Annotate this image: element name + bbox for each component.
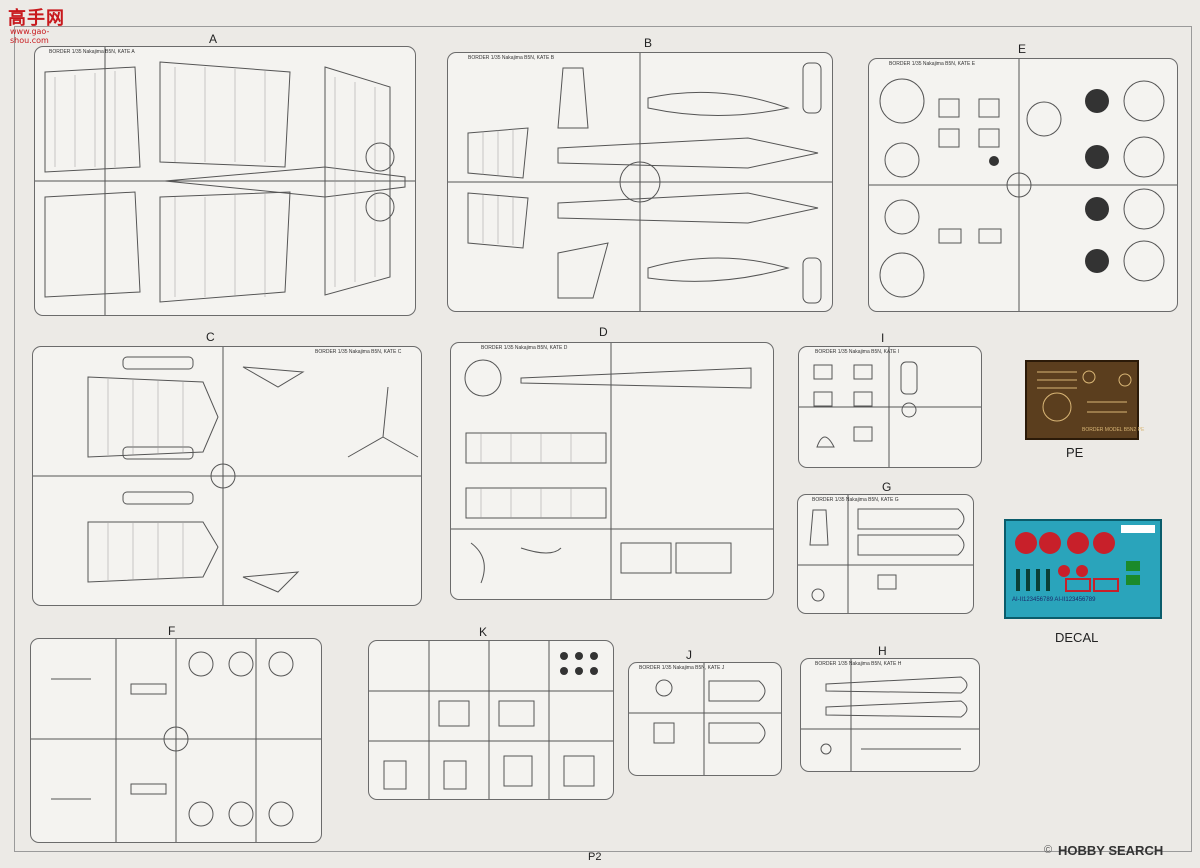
pe-brand: BORDER MODEL B5N2 PE <box>1082 427 1145 433</box>
sprue-title-h: BORDER 1/35 Nakajima B5N, KATE H <box>815 661 902 667</box>
sprue-c-drawing <box>33 347 421 605</box>
sprue-a: BORDER 1/35 Nakajima B5N, KATE A <box>34 46 416 316</box>
sprue-title-d: BORDER 1/35 Nakajima B5N, KATE D <box>481 345 568 351</box>
decal-sheet: AI-II123456789 AI-II123456789 <box>1004 519 1162 619</box>
sprue-b-drawing <box>448 53 832 311</box>
sprue-title-e: BORDER 1/35 Nakajima B5N, KATE E <box>889 61 976 67</box>
sprue-i-drawing <box>799 347 981 467</box>
watermark-copyright-icon: © <box>1044 844 1053 856</box>
sprue-f-drawing <box>31 639 321 842</box>
sprue-d: BORDER 1/35 Nakajima B5N, KATE D <box>450 342 774 600</box>
sprue-g: BORDER 1/35 Nakajima B5N, KATE G <box>797 494 974 614</box>
site-logo[interactable]: 高手网 www.gao-shou.com <box>6 4 86 45</box>
sprue-title-g: BORDER 1/35 Nakajima B5N, KATE G <box>812 497 899 503</box>
sprue-letter-g: G <box>882 480 892 494</box>
sprue-j-drawing <box>629 663 781 775</box>
logo-text: 高手网 <box>8 8 65 29</box>
sprue-letter-k: K <box>479 625 488 639</box>
page-frame <box>14 26 1192 852</box>
sprue-h: BORDER 1/35 Nakajima B5N, KATE H <box>800 658 980 772</box>
sprue-b: BORDER 1/35 Nakajima B5N, KATE B <box>447 52 833 312</box>
sprue-h-drawing <box>801 659 979 771</box>
sprue-title-j: BORDER 1/35 Nakajima B5N, KATE J <box>639 665 725 671</box>
sprue-letter-a: A <box>209 32 218 46</box>
sprue-letter-j: J <box>686 648 692 662</box>
sprue-e-drawing <box>869 59 1177 311</box>
sprue-f <box>30 638 322 843</box>
sprue-title-b: BORDER 1/35 Nakajima B5N, KATE B <box>468 55 555 61</box>
sprue-letter-d: D <box>599 325 608 339</box>
decal-label: DECAL <box>1055 630 1099 645</box>
sprue-e: BORDER 1/35 Nakajima B5N, KATE E <box>868 58 1178 312</box>
sprue-title-a: BORDER 1/35 Nakajima B5N, KATE A <box>49 49 135 55</box>
sprue-letter-e: E <box>1018 42 1027 56</box>
sprue-letter-c: C <box>206 330 215 344</box>
sprue-j: BORDER 1/35 Nakajima B5N, KATE J <box>628 662 782 776</box>
sprue-g-drawing <box>798 495 973 613</box>
sprue-letter-b: B <box>644 36 653 50</box>
decal-sheet-drawing <box>1015 525 1155 592</box>
sprue-a-drawing <box>35 47 415 315</box>
sprue-letter-i: I <box>881 331 885 345</box>
sprue-d-drawing <box>451 343 773 599</box>
decal-codes: AI-II123456789 AI-II123456789 <box>1012 597 1096 603</box>
logo-url: www.gao-shou.com <box>10 27 50 45</box>
pe-fret: BORDER MODEL B5N2 PE <box>1025 360 1144 440</box>
sprue-letter-h: H <box>878 644 887 658</box>
sprue-k <box>368 640 614 800</box>
sprue-title-i: BORDER 1/35 Nakajima B5N, KATE I <box>815 349 900 355</box>
sprue-letter-f: F <box>168 624 176 638</box>
pe-fret-drawing <box>1037 370 1132 422</box>
pe-label: PE <box>1066 445 1084 460</box>
sprue-title-c: BORDER 1/35 Nakajima B5N, KATE C <box>315 349 402 355</box>
page-number: P2 <box>588 851 602 863</box>
watermark: HOBBY SEARCH <box>1058 843 1164 858</box>
sprue-c: BORDER 1/35 Nakajima B5N, KATE C <box>32 346 422 606</box>
sprue-i: BORDER 1/35 Nakajima B5N, KATE I <box>798 346 982 468</box>
sprue-k-drawing <box>369 641 613 799</box>
